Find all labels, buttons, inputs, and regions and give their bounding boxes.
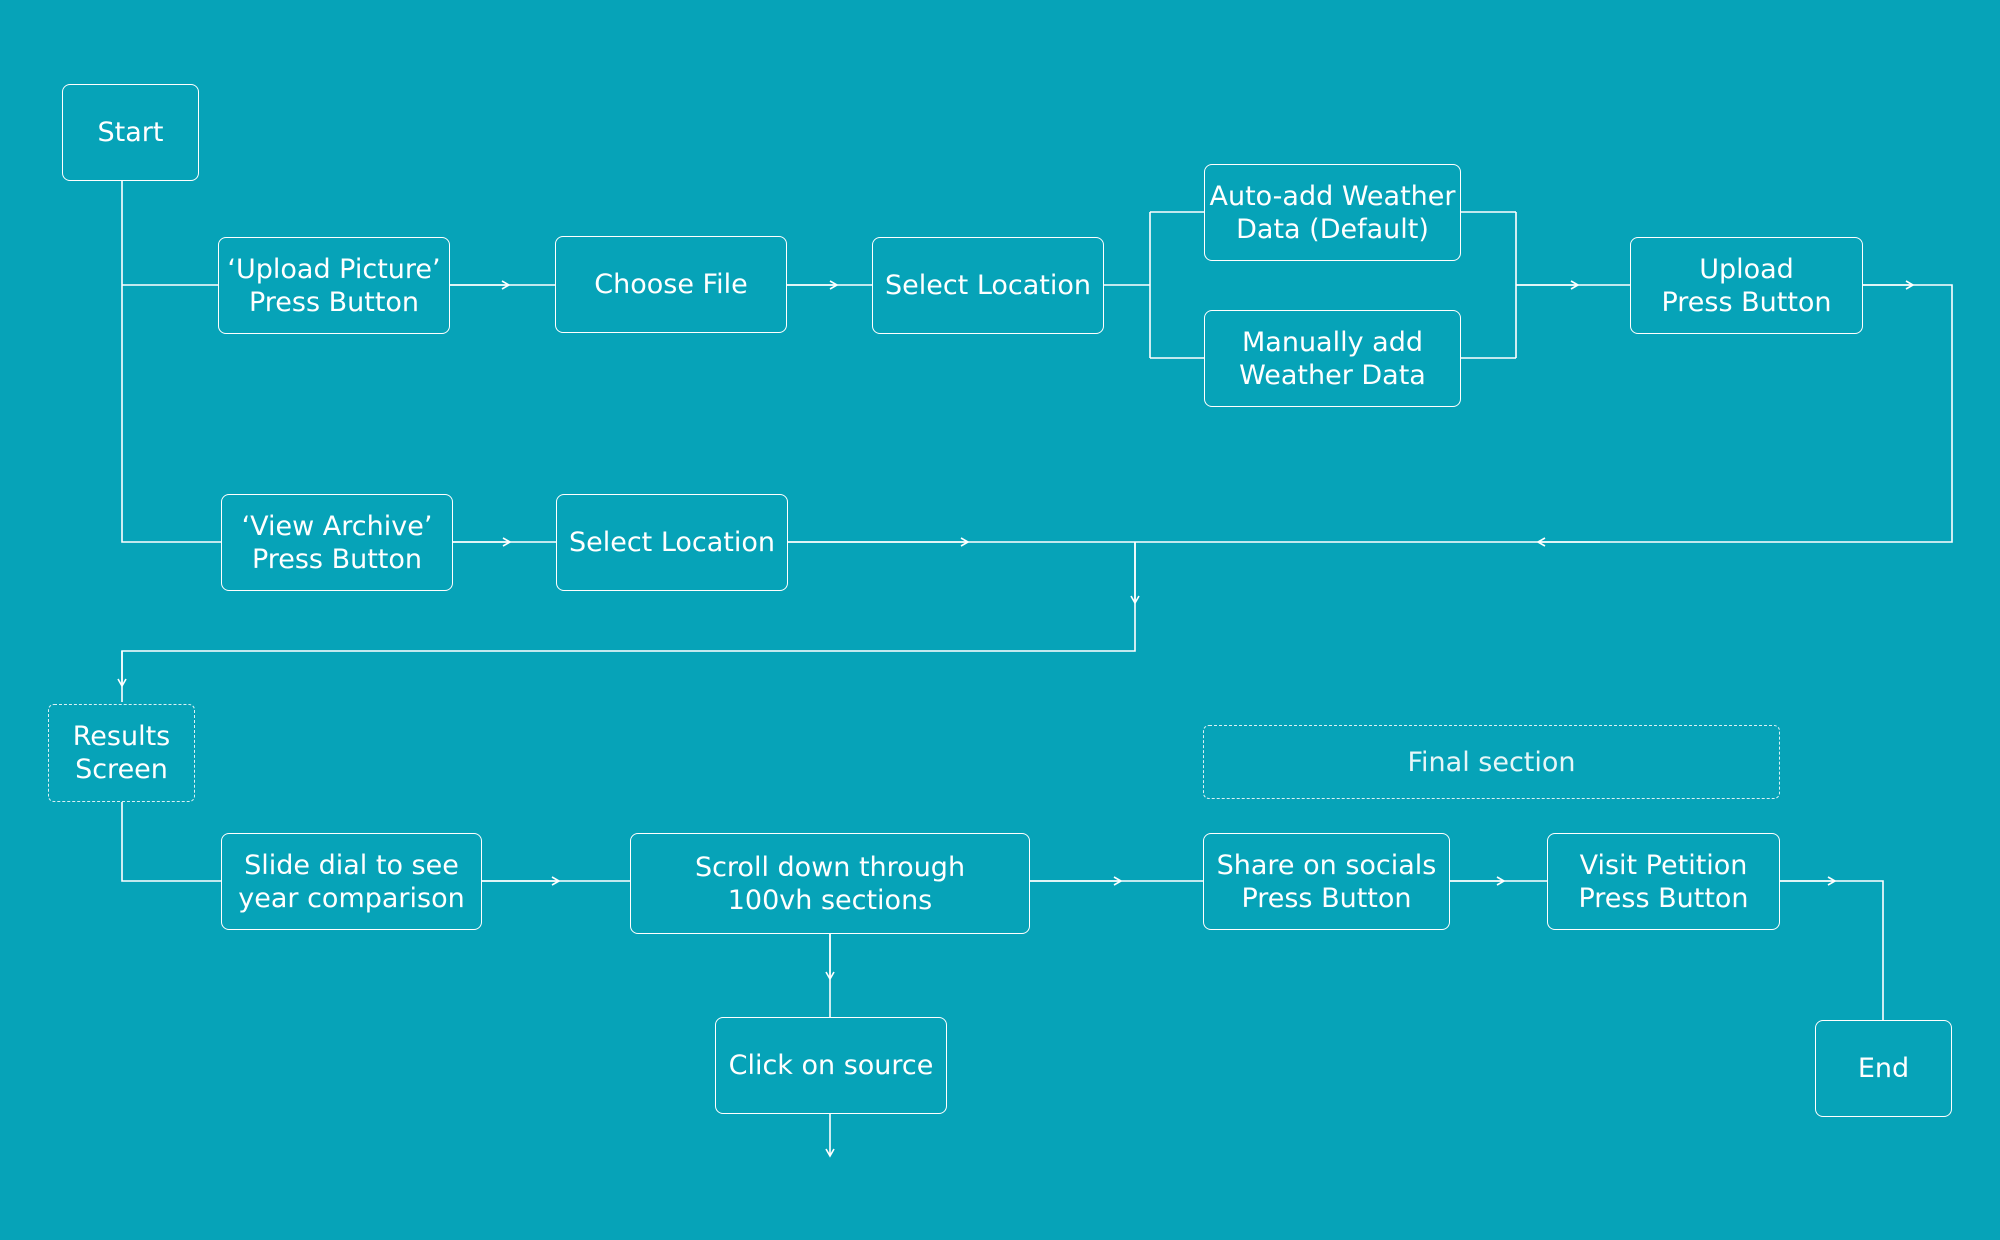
click-source-node[interactable]: Click on source — [715, 1017, 947, 1114]
select-location-upload-node[interactable]: Select Location — [872, 237, 1104, 334]
select-location-archive-node[interactable]: Select Location — [556, 494, 788, 591]
upload-button-node[interactable]: Upload Press Button — [1630, 237, 1863, 334]
line-merge-weather — [1461, 211, 1630, 359]
auto-weather-node[interactable]: Auto-add Weather Data (Default) — [1204, 164, 1461, 261]
slide-dial-node[interactable]: Slide dial to see year comparison — [221, 833, 482, 930]
results-screen-node: Results Screen — [48, 704, 195, 802]
line-results-to-slide-dial — [121, 802, 221, 882]
visit-petition-node[interactable]: Visit Petition Press Button — [1547, 833, 1780, 930]
upload-picture-node[interactable]: ‘Upload Picture’ Press Button — [218, 237, 450, 334]
line-petition-to-end — [1780, 880, 1884, 1020]
end-node[interactable]: End — [1815, 1020, 1952, 1117]
scroll-down-node[interactable]: Scroll down through 100vh sections — [630, 833, 1030, 934]
line-split-weather — [1104, 211, 1204, 359]
line-start-trunk — [121, 181, 221, 543]
choose-file-node[interactable]: Choose File — [555, 236, 787, 333]
final-section-label: Final section — [1203, 725, 1780, 799]
start-node[interactable]: Start — [62, 84, 199, 181]
view-archive-node[interactable]: ‘View Archive’ Press Button — [221, 494, 453, 591]
share-socials-node[interactable]: Share on socials Press Button — [1203, 833, 1450, 930]
manual-weather-node[interactable]: Manually add Weather Data — [1204, 310, 1461, 407]
